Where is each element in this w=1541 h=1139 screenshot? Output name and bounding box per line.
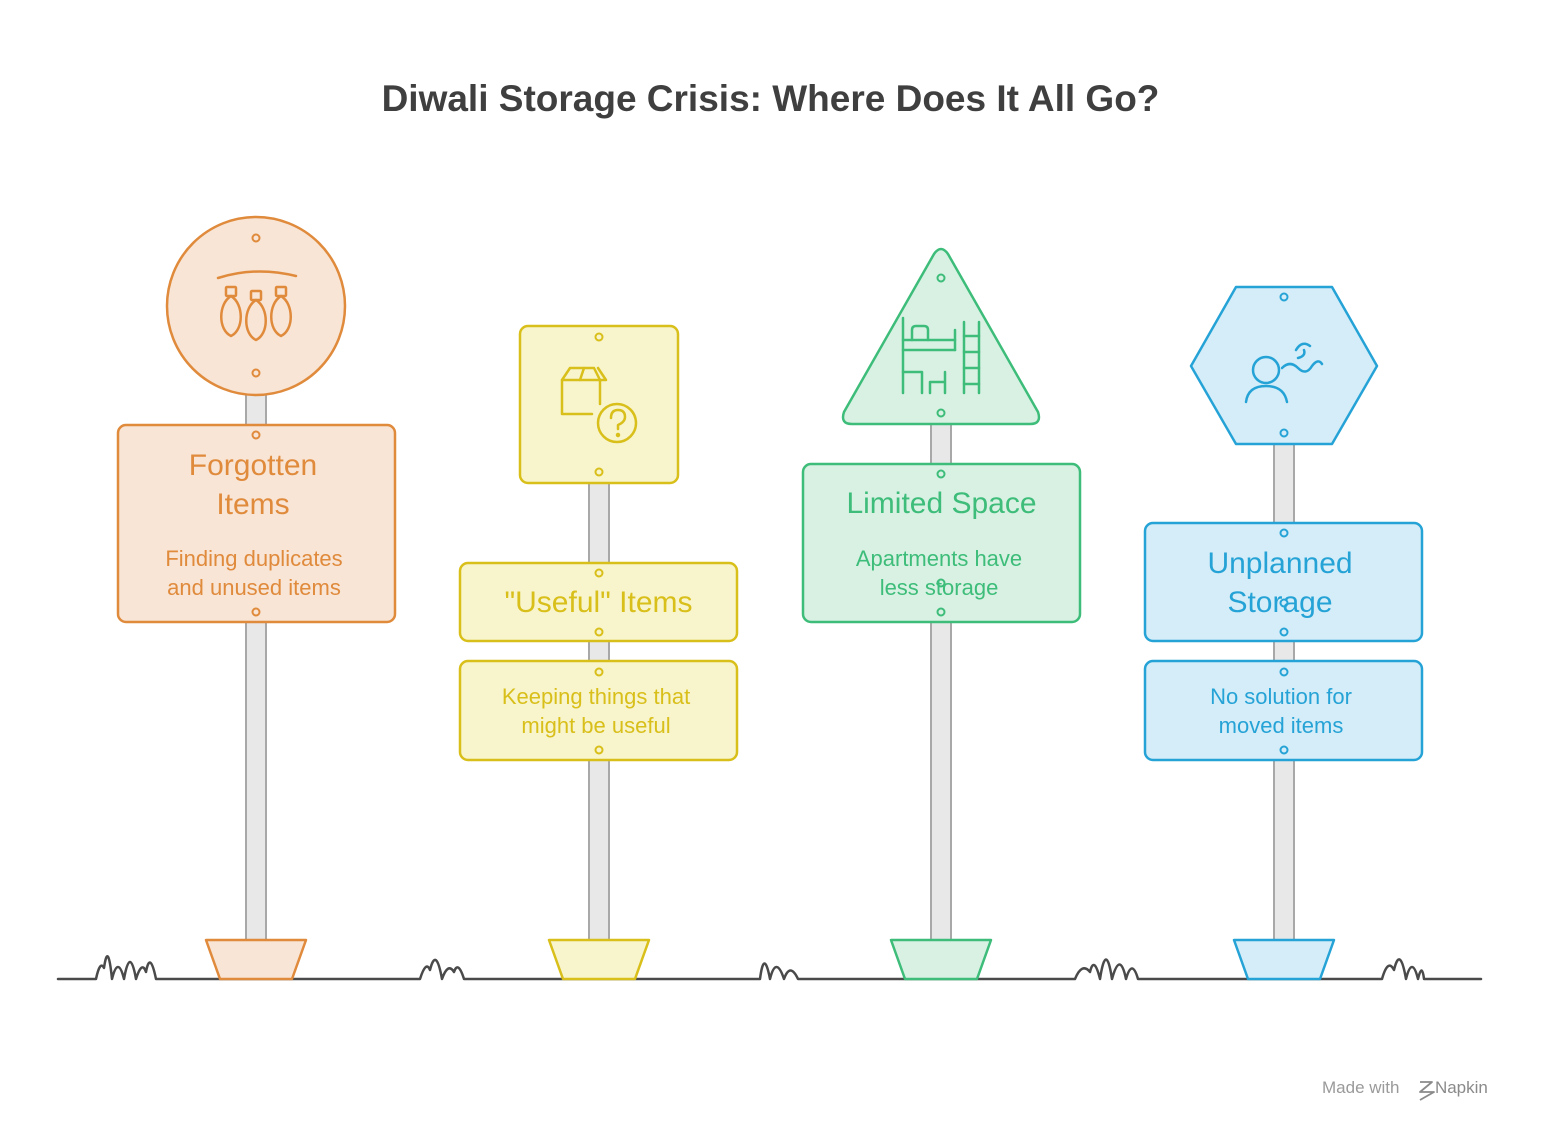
sign-heading-line: Storage bbox=[1227, 586, 1333, 619]
sign-heading-line: "Useful" Items bbox=[504, 586, 693, 619]
sign-description: Apartments have less storage bbox=[803, 544, 1075, 602]
sign-limited-space bbox=[801, 247, 1082, 981]
sign-description: Keeping things that might be useful bbox=[460, 682, 732, 740]
string-lights-icon bbox=[216, 270, 298, 342]
sign-base bbox=[204, 938, 308, 981]
sign-description-line: Finding duplicates bbox=[165, 546, 343, 571]
sign-base bbox=[889, 938, 993, 981]
sign-heading-line: Unplanned bbox=[1207, 547, 1353, 580]
sign-description-line: less storage bbox=[879, 575, 999, 600]
sign-head-circle bbox=[165, 215, 347, 397]
sign-description-line: No solution for bbox=[1210, 684, 1352, 709]
sign-board-heading bbox=[458, 561, 739, 643]
sign-heading-line: Forgotten bbox=[188, 449, 318, 482]
sign-board-description bbox=[458, 659, 739, 762]
credit-brand: Napkin bbox=[1434, 1078, 1488, 1097]
box-question-icon bbox=[560, 366, 638, 444]
sign-board-heading bbox=[1143, 521, 1424, 643]
sign-board bbox=[801, 462, 1082, 624]
sign-description-line: and unused items bbox=[167, 575, 341, 600]
sign-base bbox=[547, 938, 651, 981]
sign-board bbox=[116, 423, 397, 624]
sign-description-line: Apartments have bbox=[855, 546, 1023, 571]
sign-forgotten-items bbox=[116, 215, 397, 981]
credit-prefix: Made with bbox=[1322, 1078, 1400, 1097]
sign-description: Finding duplicates and unused items bbox=[118, 544, 390, 602]
sign-description-line: might be useful bbox=[521, 713, 671, 738]
sign-description-line: Keeping things that bbox=[501, 684, 691, 709]
sign-heading-line: Limited Space bbox=[846, 487, 1037, 520]
sign-board-description bbox=[1143, 659, 1424, 762]
sign-description-line: moved items bbox=[1218, 713, 1344, 738]
sign-unplanned-storage bbox=[1143, 285, 1424, 981]
ground bbox=[56, 955, 1483, 981]
made-with-credit[interactable]: Made with Napkin bbox=[1322, 1078, 1488, 1098]
sign-heading: "Useful" Items bbox=[460, 583, 737, 622]
sign-head-triangle bbox=[841, 247, 1041, 426]
sign-description: No solution for moved items bbox=[1145, 682, 1417, 740]
person-thinking-icon bbox=[1244, 342, 1324, 404]
page-title: Diwali Storage Crisis: Where Does It All… bbox=[381, 78, 1160, 119]
sign-heading: Unplanned Storage bbox=[1145, 544, 1415, 622]
bunk-bed-icon bbox=[901, 316, 981, 395]
napkin-logo-icon bbox=[1419, 1081, 1435, 1101]
sign-heading-line: Items bbox=[216, 488, 290, 521]
sign-useful-items bbox=[458, 324, 739, 981]
sign-base bbox=[1232, 938, 1336, 981]
sign-heading: Forgotten Items bbox=[118, 446, 388, 524]
sign-heading: Limited Space bbox=[803, 484, 1080, 523]
